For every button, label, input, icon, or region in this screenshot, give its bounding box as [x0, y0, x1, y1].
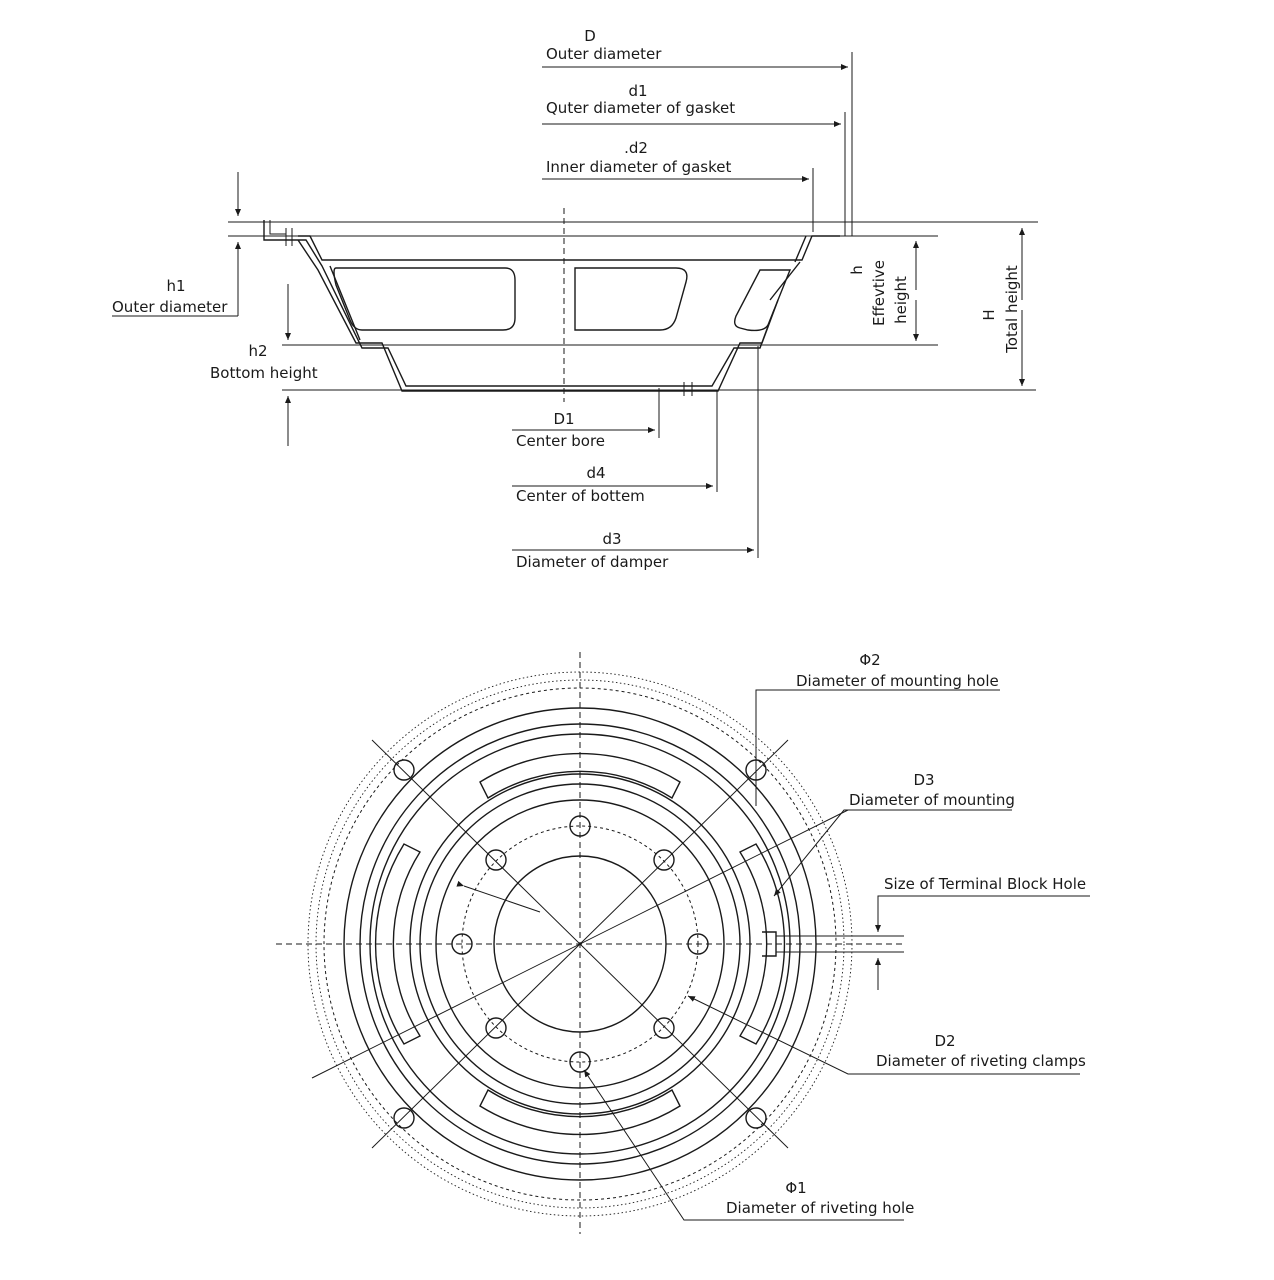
D1-label: Center bore	[516, 432, 605, 450]
d3-symbol: d3	[602, 530, 621, 548]
outer-ring-dashed	[323, 687, 837, 1201]
D3-symbol: D3	[913, 771, 934, 789]
riveting-hole	[653, 849, 675, 871]
top-view: Φ2 Diameter of mounting hole D3 Diameter…	[276, 651, 1090, 1234]
riveting-hole	[569, 1051, 591, 1073]
frame-outer-edge	[343, 707, 817, 1181]
frame-window-far-right	[733, 269, 792, 332]
slot-left	[374, 843, 422, 1045]
D2-leader	[687, 995, 1080, 1075]
phi1-leader	[583, 1069, 904, 1221]
h1-label: Outer diameter	[112, 298, 228, 316]
d2-label: Inner diameter of gasket	[546, 158, 732, 176]
d3-label: Diameter of damper	[516, 553, 669, 571]
h2-label: Bottom height	[210, 364, 318, 382]
center-bore	[493, 855, 667, 1033]
riveting-hole	[569, 815, 591, 837]
flange-edge	[269, 220, 286, 235]
phi1-label: Diameter of riveting hole	[726, 1199, 914, 1217]
H-symbol: H	[980, 309, 998, 320]
terminal-block-notch	[762, 931, 777, 957]
d4-symbol: d4	[586, 464, 605, 482]
h-symbol: h	[848, 265, 866, 275]
frame-window-left	[333, 267, 516, 331]
h-label-line1: Effevtive	[870, 260, 888, 326]
H-label: Total height	[1003, 265, 1021, 354]
phi2-symbol: Φ2	[859, 651, 880, 669]
terminal-label: Size of Terminal Block Hole	[884, 875, 1086, 893]
slot-bottom	[479, 1088, 681, 1136]
outer-ring-dotted-2	[315, 679, 845, 1209]
phi2-leader	[755, 689, 1000, 806]
terminal-leader-top	[875, 895, 1090, 932]
h1-symbol: h1	[166, 277, 185, 295]
D1-symbol: D1	[553, 410, 574, 428]
d1-symbol: d1	[628, 82, 647, 100]
mounting-hole	[393, 1107, 415, 1129]
riveting-hole	[485, 1017, 507, 1039]
h-label-line2: height	[892, 276, 910, 324]
gasket-marks	[285, 228, 693, 396]
outer-ring-dotted-1	[307, 671, 853, 1217]
d2-symbol: .d2	[624, 139, 648, 157]
damper-outer-ring	[409, 773, 751, 1115]
radial-line-3	[311, 809, 849, 1079]
mounting-hole	[393, 759, 415, 781]
riveting-clamp-circle	[461, 825, 699, 1063]
D-label: Outer diameter	[546, 45, 662, 63]
riveting-hole	[687, 933, 709, 955]
phi2-label: Diameter of mounting hole	[796, 672, 999, 690]
d4-label: Center of bottem	[516, 487, 645, 505]
damper-inner-ring	[419, 783, 741, 1105]
h2-symbol: h2	[248, 342, 267, 360]
phi1-symbol: Φ1	[785, 1179, 806, 1197]
bottom-ring	[435, 799, 725, 1089]
D2-label: Diameter of riveting clamps	[876, 1052, 1086, 1070]
D-symbol: D	[584, 27, 596, 45]
slot-right	[738, 843, 786, 1045]
frame-inner-edge-top	[369, 733, 791, 1155]
D3-leader	[773, 809, 1012, 897]
d1-label: Quter diameter of gasket	[546, 99, 735, 117]
frame-inner-edge	[329, 261, 801, 341]
frame-profile	[263, 220, 840, 392]
side-view: D Outer diameter d1 Quter diameter of ga…	[112, 27, 1038, 571]
D2-symbol: D2	[934, 1032, 955, 1050]
riveting-hole	[485, 849, 507, 871]
mounting-hole	[745, 1107, 767, 1129]
D3-label: Diameter of mounting	[849, 791, 1015, 809]
frame-gasket-edge	[359, 723, 801, 1165]
frame-window-right	[574, 267, 688, 331]
riveting-hole	[451, 933, 473, 955]
riveting-hole	[653, 1017, 675, 1039]
D3-inner-arrow	[456, 880, 541, 913]
slot-top	[479, 752, 681, 800]
